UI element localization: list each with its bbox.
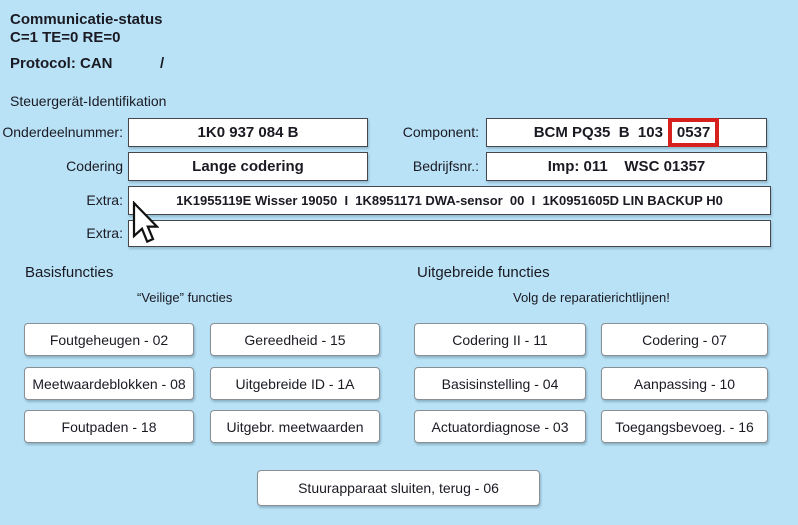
- communication-status-counters: C=1 TE=0 RE=0: [10, 29, 121, 46]
- button-foutgeheugen-02[interactable]: Foutgeheugen - 02: [24, 323, 194, 356]
- basic-functions-subtitle: “Veilige” functies: [137, 290, 233, 305]
- button-actuatordiagnose-03[interactable]: Actuatordiagnose - 03: [414, 410, 586, 443]
- button-codering-ii-11[interactable]: Codering II - 11: [414, 323, 586, 356]
- workshop-number-label: Bedrijfsnr.:: [412, 158, 479, 174]
- extra2-label: Extra:: [86, 225, 123, 241]
- extra1-field: 1K1955119E Wisser 19050 I 1K8951171 DWA-…: [128, 186, 771, 215]
- advanced-functions-subtitle: Volg de reparatierichtlijnen!: [513, 290, 670, 305]
- button-codering-07[interactable]: Codering - 07: [601, 323, 768, 356]
- communication-status-title: Communicatie-status: [10, 11, 163, 28]
- coding-field: Lange codering: [128, 152, 368, 181]
- protocol-label: Protocol: CAN: [10, 55, 113, 72]
- button-uitgebreide-id-1a[interactable]: Uitgebreide ID - 1A: [210, 367, 380, 400]
- advanced-functions-title: Uitgebreide functies: [417, 264, 550, 281]
- extra1-label: Extra:: [86, 192, 123, 208]
- button-uitgebr-meetwaarden[interactable]: Uitgebr. meetwaarden: [210, 410, 380, 443]
- button-stuurapparaat-sluiten-06[interactable]: Stuurapparaat sluiten, terug - 06: [257, 470, 540, 506]
- component-highlight-box: 0537: [667, 118, 720, 147]
- component-label: Component:: [402, 124, 479, 140]
- button-basisinstelling-04[interactable]: Basisinstelling - 04: [414, 367, 586, 400]
- button-aanpassing-10[interactable]: Aanpassing - 10: [601, 367, 768, 400]
- coding-label: Codering: [66, 158, 123, 174]
- basic-functions-title: Basisfuncties: [25, 264, 114, 281]
- part-number-label: Onderdeelnummer:: [2, 124, 123, 140]
- controller-identification-title: Steuergerät-Identifikation: [10, 93, 167, 109]
- button-gereedheid-15[interactable]: Gereedheid - 15: [210, 323, 380, 356]
- protocol-slash: /: [160, 55, 165, 72]
- component-value: BCM PQ35 B 103: [533, 124, 663, 141]
- component-field: BCM PQ35 B 103 0537: [486, 118, 767, 147]
- button-meetwaardeblokken-08[interactable]: Meetwaardeblokken - 08: [24, 367, 194, 400]
- button-toegangsbevoeg-16[interactable]: Toegangsbevoeg. - 16: [601, 410, 768, 443]
- extra2-field: [128, 220, 771, 247]
- workshop-number-field: Imp: 011 WSC 01357: [486, 152, 767, 181]
- part-number-field: 1K0 937 084 B: [128, 118, 368, 147]
- button-foutpaden-18[interactable]: Foutpaden - 18: [24, 410, 194, 443]
